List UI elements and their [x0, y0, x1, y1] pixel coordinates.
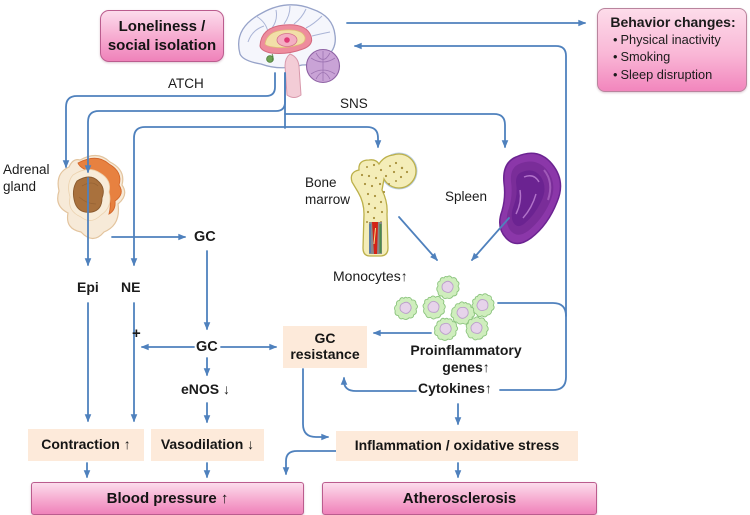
bullet-icon: •: [613, 66, 618, 82]
brain-icon: [238, 4, 341, 98]
behavior-item: •Smoking: [613, 49, 671, 65]
gc-label: GC: [194, 229, 216, 245]
monocytes-label: Monocytes↑: [333, 268, 408, 284]
behavior-title: Behavior changes:: [610, 14, 736, 30]
ne-label: NE: [121, 279, 141, 295]
arrow-bonemarrow-to-monocytes: [398, 216, 438, 261]
vasodilation-box: Vasodilation ↓: [151, 429, 264, 461]
adrenal-gland-icon: [57, 154, 126, 240]
bone-marrow-icon: [350, 152, 418, 257]
atherosclerosis-box: Atherosclerosis: [322, 482, 597, 515]
bone-marrow-label: Bone marrow: [305, 175, 351, 207]
contraction-box: Contraction ↑: [28, 429, 144, 461]
enos-label: eNOS ↓: [181, 381, 231, 397]
line-monocytes-to-feedback: [497, 302, 567, 317]
gc-resistance-box: GC resistance: [283, 326, 367, 368]
behavior-changes-box: Behavior changes: •Physical inactivity •…: [597, 8, 747, 92]
gc-mid-label: GC: [196, 339, 218, 355]
arrow-spleen-to-monocytes: [471, 217, 510, 261]
arrow-resistance-to-inflammation: [302, 368, 330, 441]
loneliness-box: Loneliness / social isolation: [100, 10, 224, 62]
arrow-inflammation-to-bp: [282, 450, 337, 476]
blood-pressure-box: Blood pressure ↑: [31, 482, 304, 515]
bullet-icon: •: [613, 32, 618, 47]
behavior-item: •Sleep disruption: [613, 66, 713, 82]
spleen-icon: [499, 152, 562, 245]
arrow-to-ne: [130, 126, 286, 267]
plus-label: +: [132, 325, 141, 342]
arrow-cytokines-to-resistance: [340, 376, 417, 392]
spleen-label: Spleen: [445, 189, 488, 204]
cytokines-label: Cytokines↑: [418, 380, 492, 396]
atch-label: ATCH: [168, 76, 204, 91]
epi-label: Epi: [77, 279, 99, 295]
inflammation-box: Inflammation / oxidative stress: [336, 431, 578, 461]
arrow-sns-to-spleen: [284, 113, 509, 149]
bullet-icon: •: [613, 49, 618, 65]
proinflammatory-label: Proinflammatory genes↑: [410, 342, 522, 375]
adrenal-gland-label: Adrenal gland: [3, 162, 50, 194]
flow-arrows: [62, 19, 587, 479]
arrow-atch-to-adrenal: [62, 72, 276, 169]
sns-label: SNS: [340, 96, 368, 111]
behavior-item: •Physical inactivity: [613, 32, 721, 47]
arrow-to-bone-marrow: [284, 126, 382, 149]
arrow-feedback-to-brain: [353, 42, 567, 391]
